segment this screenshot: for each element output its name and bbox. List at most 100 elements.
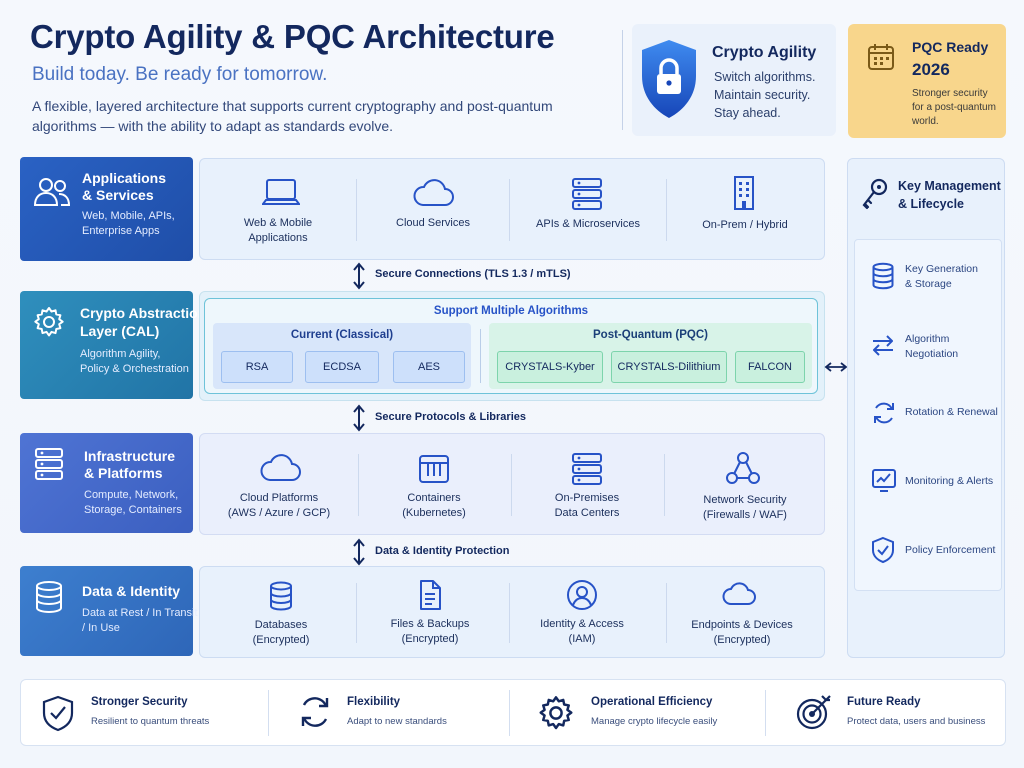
algo-aes: AES xyxy=(393,351,465,383)
benefit-sub: Manage crypto lifecycle easily xyxy=(591,716,718,727)
laptop-icon xyxy=(262,179,300,205)
item-label: Cloud Platforms(AWS / Azure / GCP) xyxy=(227,492,331,519)
monitor-chart-icon xyxy=(872,469,896,492)
divider xyxy=(664,454,665,516)
divider xyxy=(509,179,510,241)
pqc-ready-card: PQC Ready 2026 Stronger security for a p… xyxy=(848,24,1006,138)
item-label: On-Prem / Hybrid xyxy=(702,219,788,231)
double-arrow-icon xyxy=(353,538,365,566)
shield-check-icon xyxy=(42,695,74,732)
pqc-ready-line: world. xyxy=(912,116,939,127)
gear-icon xyxy=(539,696,573,730)
connector-label: Secure Protocols & Libraries xyxy=(375,411,526,423)
horizontal-double-arrow-icon xyxy=(824,362,848,372)
algo-kyber: CRYSTALS-Kyber xyxy=(497,351,603,383)
infrastructure-row: Cloud Platforms(AWS / Azure / GCP) Conta… xyxy=(199,433,825,535)
algo-ecdsa: ECDSA xyxy=(305,351,379,383)
layer-infrastructure: Infrastructure & Platforms Compute, Netw… xyxy=(20,433,193,533)
pqc-ready-line: for a post-quantum xyxy=(912,102,996,113)
building-icon xyxy=(734,176,754,210)
infra-item-containers: Containers(Kubernetes) xyxy=(359,434,511,534)
divider xyxy=(666,583,667,643)
layer-applications: Applications & Services Web, Mobile, API… xyxy=(20,157,193,261)
layer-desc: Enterprise Apps xyxy=(82,225,160,237)
layer-title: Infrastructure xyxy=(84,448,176,464)
app-item-apis: APIs & Microservices xyxy=(510,159,666,259)
database-icon xyxy=(36,581,62,614)
algo-rsa: RSA xyxy=(221,351,293,383)
agility-line: Stay ahead. xyxy=(714,106,781,120)
layer-title: & Platforms xyxy=(84,465,163,481)
classical-group: Current (Classical) RSA ECDSA AES xyxy=(213,323,471,389)
item-label: APIs & Microservices xyxy=(536,218,640,230)
cal-algorithms-panel: Support Multiple Algorithms Current (Cla… xyxy=(204,298,818,394)
item-label: Cloud Services xyxy=(396,217,470,229)
item-label: Identity & Access(IAM) xyxy=(540,618,624,645)
network-icon xyxy=(726,452,760,484)
swap-icon xyxy=(873,335,893,356)
benefit-sub: Resilient to quantum threats xyxy=(91,716,210,727)
benefit-sub: Adapt to new standards xyxy=(347,716,447,727)
divider xyxy=(765,690,766,736)
layer-desc: Web, Mobile, APIs, xyxy=(82,210,175,222)
layer-desc: Algorithm Agility, xyxy=(80,348,161,360)
page-description: A flexible, layered architecture that su… xyxy=(32,98,553,134)
shield-lock-icon xyxy=(642,40,696,118)
divider xyxy=(509,690,510,736)
cal-header: Support Multiple Algorithms xyxy=(433,305,589,317)
cloud-icon xyxy=(260,454,301,481)
layer-desc: Data at Rest / In Transit xyxy=(82,607,198,619)
agility-line: Switch algorithms. xyxy=(714,70,816,84)
refresh-icon xyxy=(301,697,329,727)
data-identity-row: Databases(Encrypted) Files & Backups(Enc… xyxy=(199,566,825,658)
refresh-icon xyxy=(874,402,894,424)
divider xyxy=(511,454,512,516)
benefit-sub: Protect data, users and business xyxy=(847,716,986,727)
benefit-title: Operational Efficiency xyxy=(591,696,713,708)
pqc-ready-year: 2026 xyxy=(912,60,950,79)
file-icon xyxy=(420,580,441,610)
layer-desc: / In Use xyxy=(82,622,120,634)
item-label: Databases(Encrypted) xyxy=(252,619,310,646)
layer-cal: Crypto Abstraction Layer (CAL) Algorithm… xyxy=(20,291,206,399)
layer-desc: Policy & Orchestration xyxy=(80,363,189,375)
calendar-icon xyxy=(868,44,894,70)
km-item-key-generation: Key Generation& Storage xyxy=(905,263,978,290)
gear-icon xyxy=(34,307,64,337)
double-arrow-icon xyxy=(353,404,365,432)
app-item-onprem: On-Prem / Hybrid xyxy=(667,159,825,259)
data-item-files: Files & Backups(Encrypted) xyxy=(357,567,509,657)
user-icon xyxy=(567,580,597,610)
layer-title: Data & Identity xyxy=(82,583,181,599)
algo-dilithium: CRYSTALS-Dilithium xyxy=(611,351,727,383)
classical-title: Current (Classical) xyxy=(290,329,394,341)
item-label: Network Security(Firewalls / WAF) xyxy=(703,494,787,521)
data-item-databases: Databases(Encrypted) xyxy=(200,567,356,657)
container-icon xyxy=(419,455,449,483)
data-item-identity: Identity & Access(IAM) xyxy=(510,567,666,657)
layer-title: & Services xyxy=(82,187,154,203)
layer-data-identity: Data & Identity Data at Rest / In Transi… xyxy=(20,566,198,656)
pqc-title: Post-Quantum (PQC) xyxy=(593,329,708,341)
divider xyxy=(268,690,269,736)
divider xyxy=(358,454,359,516)
item-label: Files & Backups(Encrypted) xyxy=(390,618,470,645)
pqc-ready-line: Stronger security xyxy=(912,88,988,99)
item-label: Containers(Kubernetes) xyxy=(402,492,466,519)
infra-item-cloud: Cloud Platforms(AWS / Azure / GCP) xyxy=(200,434,358,534)
layer-title: Applications xyxy=(82,170,167,186)
benefit-title: Future Ready xyxy=(847,696,921,708)
database-icon xyxy=(872,262,894,290)
key-icon xyxy=(862,178,888,210)
infra-item-network: Network Security(Firewalls / WAF) xyxy=(665,434,825,534)
key-management-title: Key Management& Lifecycle xyxy=(898,179,1001,211)
item-label: Endpoints & Devices(Encrypted) xyxy=(691,619,793,646)
database-icon xyxy=(270,581,292,611)
page-title: Crypto Agility & PQC Architecture xyxy=(30,18,555,55)
